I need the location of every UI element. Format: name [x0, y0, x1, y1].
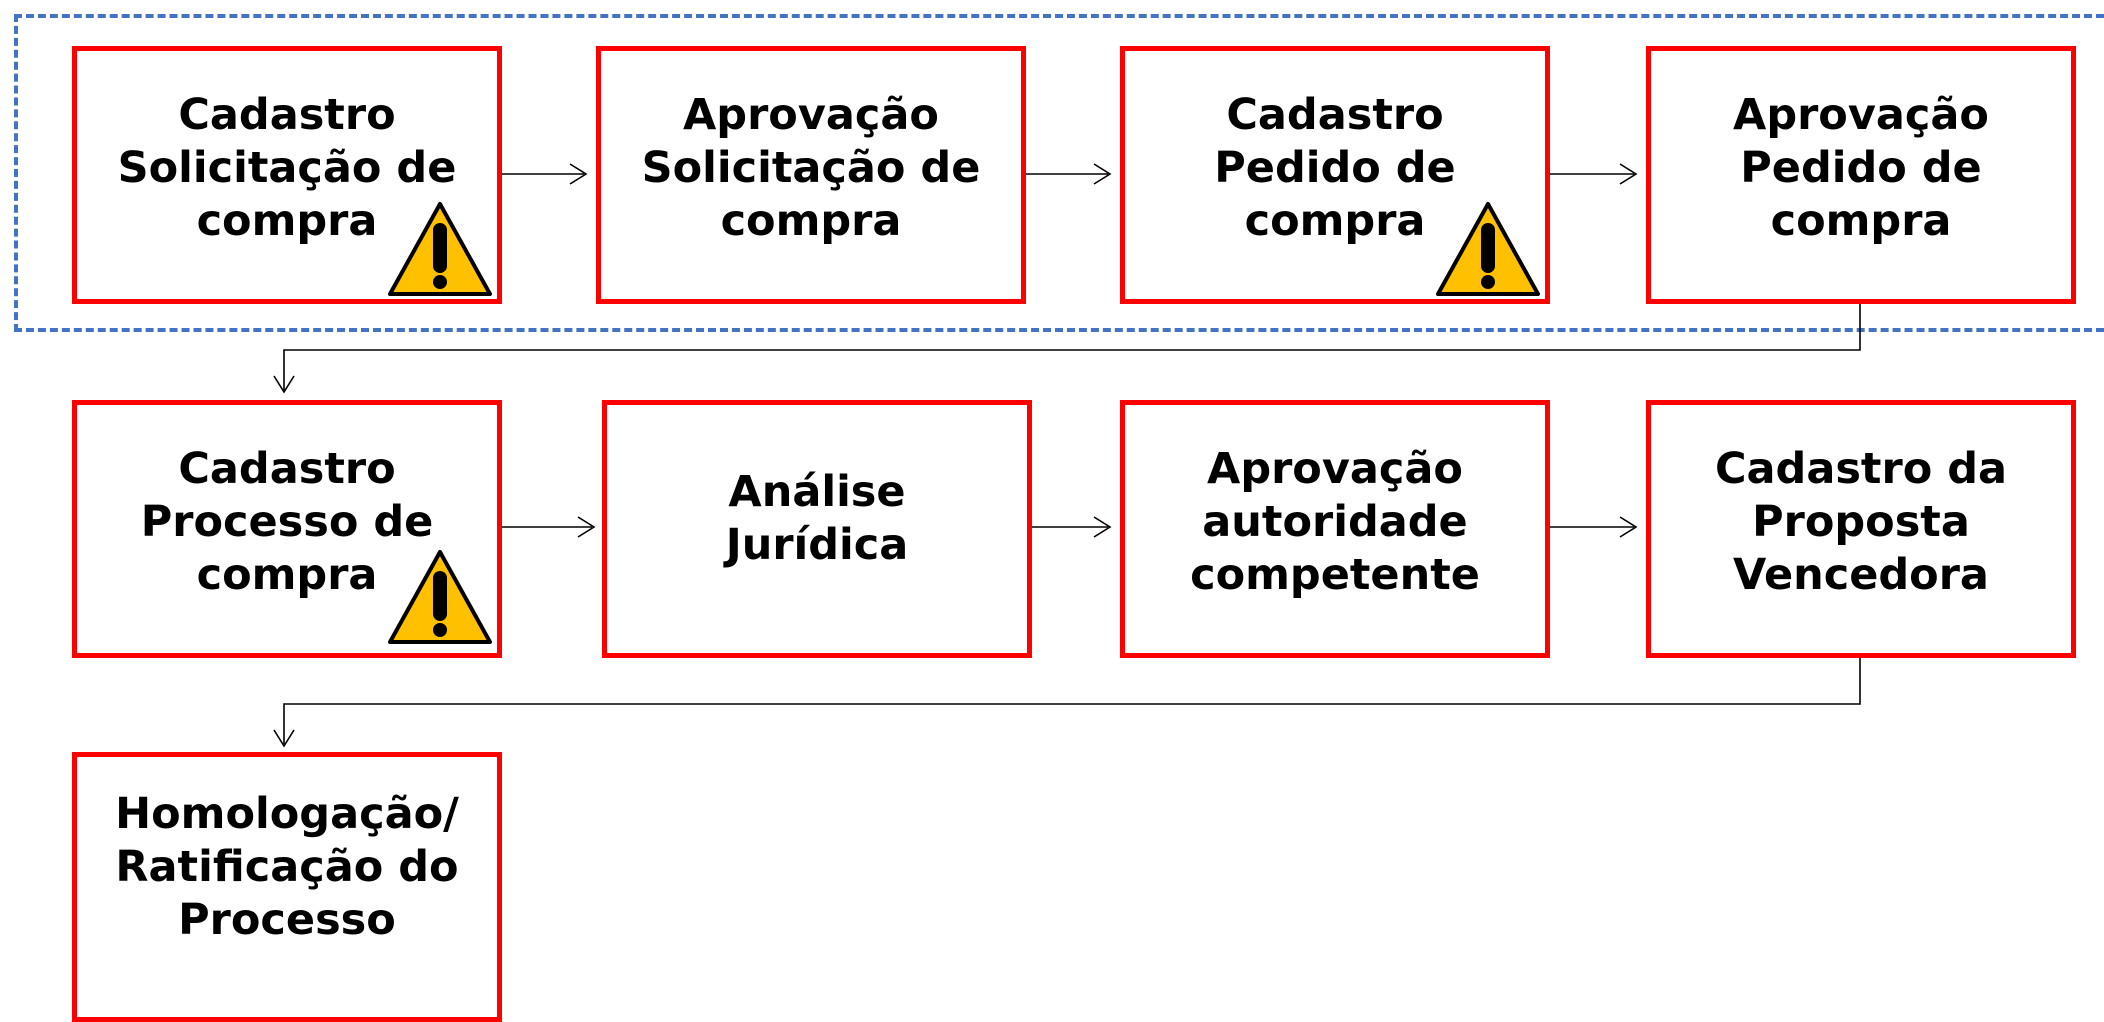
arrow-4-5 [273, 302, 1861, 394]
warning-icon [388, 202, 492, 296]
step-label: Aprovação autoridade competente [1190, 443, 1480, 600]
arrow-2-3 [1024, 163, 1112, 185]
warning-icon [1436, 202, 1540, 296]
step-aprovacao-solicitacao: Aprovação Solicitação de compra [596, 46, 1026, 304]
step-label: Cadastro Processo de compra [140, 443, 434, 600]
arrow-1-2 [500, 163, 588, 185]
warning-icon [388, 550, 492, 644]
step-label: Aprovação Pedido de compra [1733, 89, 1989, 246]
step-cadastro-pedido: Cadastro Pedido de compra [1120, 46, 1550, 304]
step-homologacao: Homologação/ Ratificação do Processo [72, 752, 502, 1022]
step-label: Cadastro da Proposta Vencedora [1714, 443, 2008, 600]
arrow-7-8 [1548, 516, 1638, 538]
step-label: Cadastro Pedido de compra [1214, 89, 1456, 246]
step-analise-juridica: Análise Jurídica [602, 400, 1032, 658]
step-label: Aprovação Solicitação de compra [641, 89, 981, 246]
step-label: Análise Jurídica [725, 467, 909, 570]
dashed-group-region [14, 14, 2104, 332]
step-cadastro-proposta: Cadastro da Proposta Vencedora [1646, 400, 2076, 658]
step-aprovacao-pedido: Aprovação Pedido de compra [1646, 46, 2076, 304]
step-aprovacao-autoridade: Aprovação autoridade competente [1120, 400, 1550, 658]
arrow-6-7 [1032, 516, 1112, 538]
step-label: Cadastro Solicitação de compra [117, 89, 457, 246]
arrow-8-9 [273, 656, 1861, 748]
step-cadastro-solicitacao: Cadastro Solicitação de compra [72, 46, 502, 304]
step-label: Homologação/ Ratificação do Processo [115, 788, 459, 945]
arrow-3-4 [1548, 163, 1638, 185]
arrow-5-6 [500, 516, 596, 538]
